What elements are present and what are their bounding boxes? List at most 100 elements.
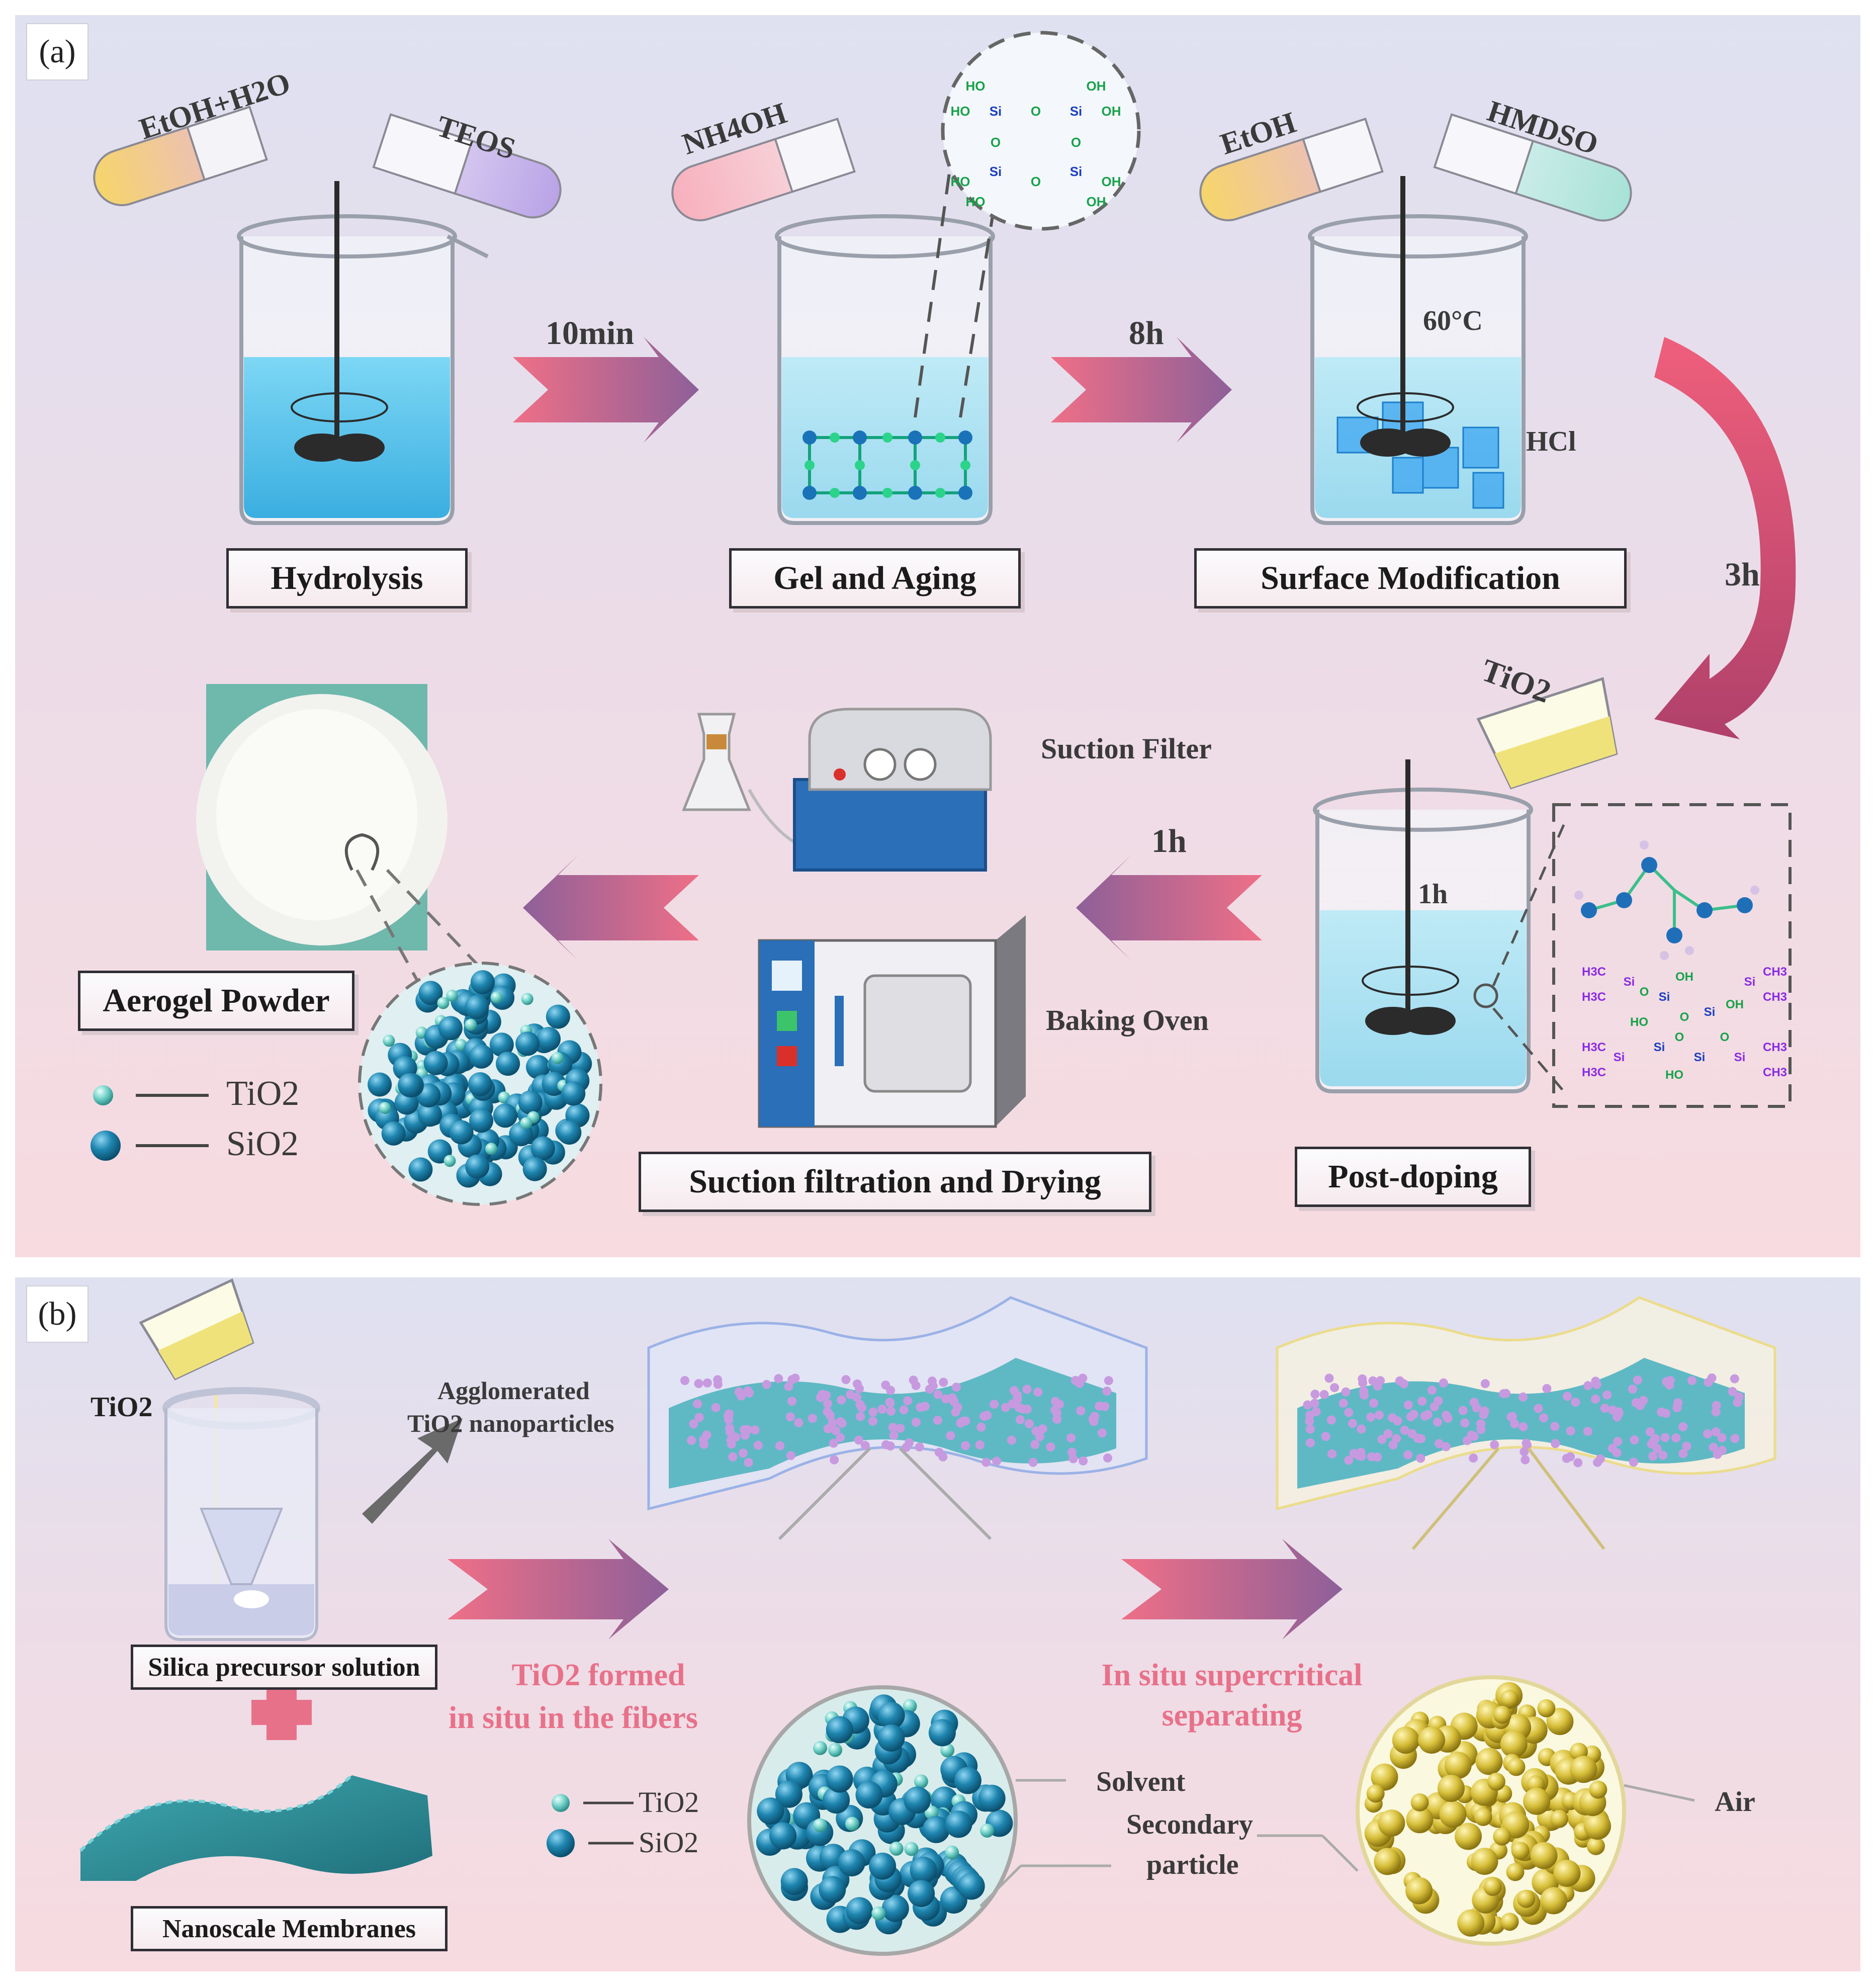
zoom-air-particle [1570,1756,1597,1783]
zoom-air-particle [1546,1708,1574,1735]
particle-zoom-solvent [747,1685,1018,1956]
membrane-dot [1374,1410,1384,1420]
zoom-air-particle [1439,1800,1467,1828]
membrane-dot [750,1425,760,1435]
membrane-dot [786,1451,795,1460]
membrane-dot [790,1373,800,1383]
membrane-dot [1383,1429,1393,1438]
zoom-air-small-particle [1589,1780,1607,1799]
zoom-solvent-tio2-particle [813,1741,827,1755]
aerogel-photo [196,684,600,1093]
time-3h: 3h [1725,556,1760,593]
membrane-dot [1031,1426,1041,1436]
membrane-dot [1406,1412,1416,1421]
svg-text:O: O [1640,985,1649,999]
membrane-dot [1344,1455,1354,1465]
membrane-dot [823,1407,832,1416]
beaker-surface-mod [1308,176,1528,525]
membrane-dot [699,1439,708,1449]
membrane-dot [823,1399,832,1409]
membrane-dot [1664,1377,1673,1387]
membrane-dot [1709,1442,1718,1452]
precursor-beaker [162,1387,320,1641]
zoom-a-sio2-particle [381,1121,406,1146]
zoom-a-sio2-particle [561,1081,586,1106]
membrane-dot [1629,1457,1638,1467]
membrane-dot [981,1457,991,1467]
membrane-dot [1310,1390,1320,1399]
beaker-post-doping [1313,759,1565,1093]
zoom-air-particle [1405,1877,1433,1905]
membrane-dot [946,1431,955,1440]
membrane-dot [1103,1453,1112,1463]
mol-si-3: Si [990,164,1002,179]
beaker-gel [775,165,1002,525]
membrane-dot [694,1413,704,1422]
membrane-dot [912,1418,921,1427]
mol-o-1: O [1031,104,1041,119]
panel-b-tag: (b) [26,1285,88,1343]
membrane-dot [1518,1392,1528,1402]
membrane-dot [1413,1433,1422,1443]
stage-hydrolysis: Hydrolysis [226,548,468,609]
membrane-dot [1076,1406,1086,1416]
legend-b-tio2-ball [552,1794,570,1812]
arrow-gel-to-surface [1051,337,1232,443]
membrane-dot [1341,1387,1351,1397]
tube-etoh [1199,117,1384,222]
zoom-a-sio2-particle [438,1016,463,1041]
membrane-dot [947,1393,957,1403]
zoom-solvent-sio2-particle [823,1786,850,1814]
membrane-dot [762,1379,771,1389]
svg-text:CH3: CH3 [1763,965,1787,979]
zoom-air-small-particle [1366,1784,1385,1803]
label-separating: separating [1162,1698,1302,1733]
membrane-dot [1657,1407,1666,1417]
membrane-dot [1460,1418,1470,1428]
membrane-dot [1613,1437,1623,1446]
label-solvent: Solvent [1096,1766,1186,1797]
svg-text:Si: Si [1704,1005,1716,1019]
membrane-dot [1052,1415,1061,1424]
membrane-dot [896,1424,905,1433]
zoom-a-sio2-particle [530,1136,555,1161]
membrane-dot [1392,1434,1401,1443]
membrane-dot [1490,1440,1499,1449]
membrane-dot [1022,1385,1032,1394]
membrane-dot [1001,1403,1010,1412]
zoom-solvent-tio2-particle [828,1743,842,1757]
zoom-a-sio2-particle [493,1103,517,1128]
zoom-solvent-sio2-particle [954,1767,981,1794]
membrane-raw [79,1774,432,1881]
label-in-situ-fibers: in situ in the fibers [448,1701,698,1735]
membrane-dot [1522,1438,1531,1448]
membrane-dot [1563,1392,1572,1401]
zoom-a-tio2-particle [551,1052,564,1064]
zoom-air-particle [1444,1752,1472,1779]
membrane-dot [1368,1376,1378,1386]
membrane-dot [745,1388,754,1398]
membrane-dot [1357,1424,1366,1434]
membrane-dot [1703,1429,1713,1439]
legend-tio2-label: TiO2 [226,1074,300,1113]
zoom-air-particle [1475,1748,1503,1775]
membrane-dot [1649,1436,1658,1446]
svg-text:Si: Si [1694,1051,1706,1064]
membrane-dot [1066,1433,1076,1443]
zoom-solvent-tio2-particle [889,1841,904,1856]
zoom-solvent-sio2-particle [910,1856,937,1884]
label-b-tio2: TiO2 [91,1392,153,1423]
membrane-dot [1602,1390,1612,1400]
membrane-dot [1645,1427,1655,1437]
zoom-solvent-tio2-particle [904,1842,919,1856]
membrane-dot [1678,1449,1688,1458]
membrane-dot [1467,1430,1476,1440]
membrane-dot [1344,1408,1354,1417]
membrane-dot [784,1382,793,1391]
zoom-a-sio2-particle [469,1108,494,1133]
membrane-dot [794,1418,803,1427]
zoom-solvent-sio2-particle [846,1897,873,1925]
stage-post-doping: Post-doping [1295,1147,1531,1207]
mol-oh-2: OH [1102,104,1121,119]
membrane-dot [1628,1385,1637,1394]
